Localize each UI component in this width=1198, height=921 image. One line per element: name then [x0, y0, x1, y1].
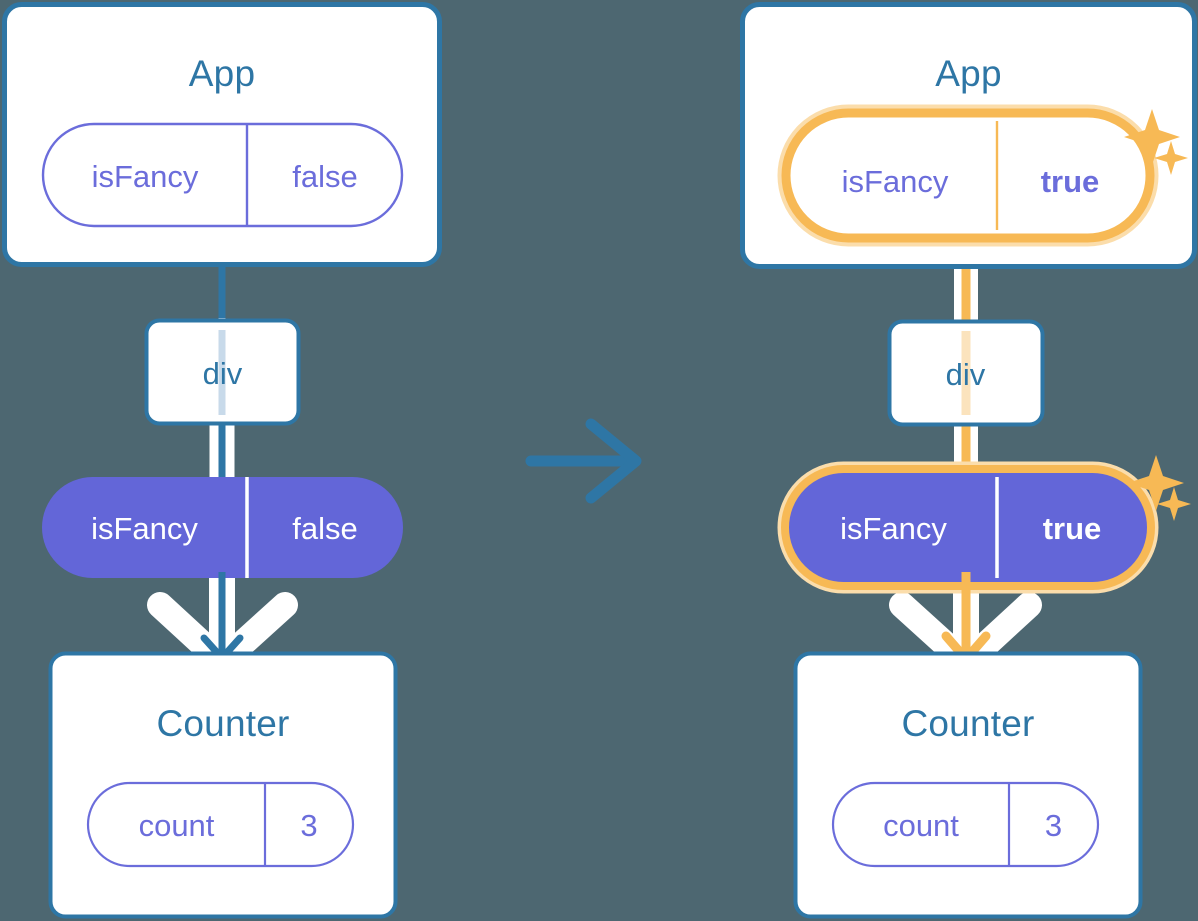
transition-arrow-right-icon: [525, 418, 642, 504]
left-props-pill: [42, 477, 403, 578]
right-counter-state-pill: [831, 781, 1100, 868]
right-props-pill: [777, 461, 1159, 594]
right-props-sparkles-icon: [1128, 455, 1191, 521]
right-app-pill-ring: [781, 108, 1155, 243]
right-app-sparkles-icon: [1124, 109, 1188, 175]
right-app-state-pill: [777, 104, 1159, 247]
right-props-pill-ring: [781, 465, 1155, 590]
left-app-state-pill: [41, 122, 404, 228]
left-counter-state-pill: [86, 781, 355, 868]
